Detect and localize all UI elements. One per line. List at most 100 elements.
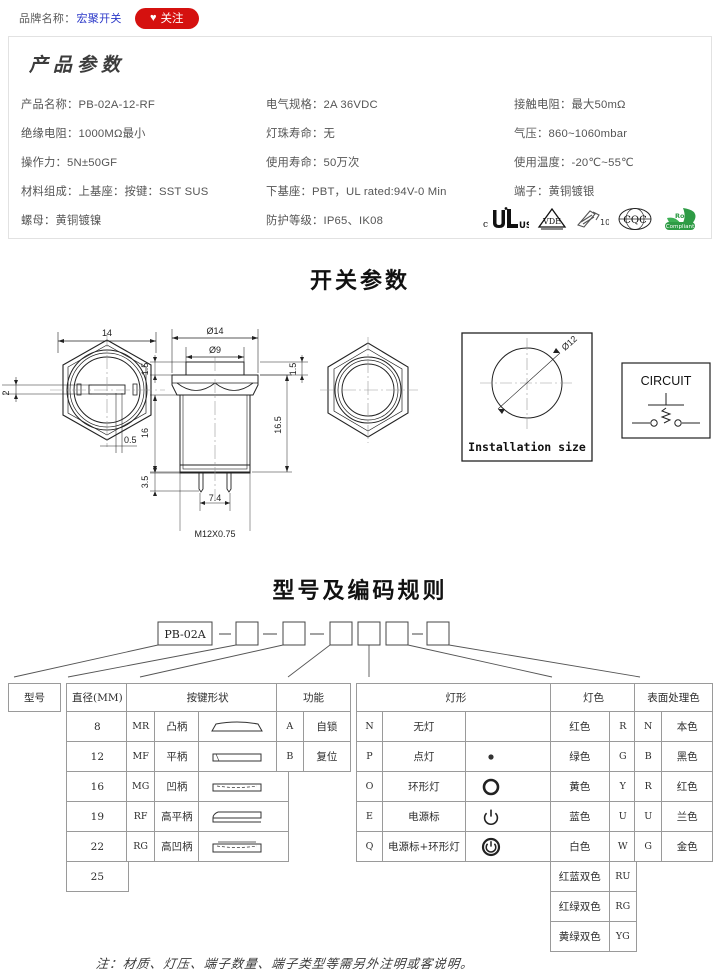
tall-flat-handle-icon — [198, 801, 290, 832]
row-name: 绿色 — [550, 741, 610, 772]
row-code: G — [633, 831, 663, 862]
table-diameter: 直径(MM) 8 12 16 19 22 25 — [66, 683, 129, 892]
row-name: 本色 — [661, 711, 713, 742]
follow-button[interactable]: ♥ 关注 — [134, 7, 199, 29]
row-name: 红色 — [661, 771, 713, 802]
product-parameters-panel: 产品参数 产品名称：PB-02A-12-RF 电气规格：2A 36VDC 接触电… — [8, 36, 712, 239]
table-row: 16 — [66, 771, 129, 802]
row-name: 复位 — [302, 741, 352, 772]
row-code: Y — [608, 771, 638, 802]
product-parameters-grid: 产品名称：PB-02A-12-RF 电气规格：2A 36VDC 接触电阻：最大5… — [21, 91, 699, 236]
svg-text:CQC: CQC — [623, 215, 647, 226]
row-code: R — [608, 711, 638, 742]
table-function: 功能 A 自锁 B 复位 — [276, 683, 352, 772]
svg-text:VDE: VDE — [542, 217, 561, 226]
param-cell: 使用寿命：50万次 — [266, 157, 360, 169]
row-code: B — [276, 741, 304, 772]
power-symbol-icon — [464, 801, 556, 832]
heart-icon: ♥ — [149, 11, 157, 24]
svg-text:US: US — [519, 221, 529, 231]
model-rules-title: 型号及编码规则 — [272, 578, 448, 603]
th-model: 型号 — [8, 683, 61, 712]
brand-name-link[interactable]: 宏聚开关 — [76, 13, 122, 25]
dim-button-dia: Ø9 — [209, 345, 221, 355]
param-cell: 接触电阻：最大50mΩ — [514, 99, 626, 111]
dim-front-width: 14 — [102, 328, 112, 338]
param-cell: 材料组成：上基座：按键：SST SUS — [21, 186, 209, 198]
table-row: 8 — [66, 711, 129, 742]
th-button-shape: 按键形状 — [125, 683, 290, 712]
switch-parameters-title: 开关参数 — [309, 268, 410, 293]
row-name: 红蓝双色 — [550, 861, 610, 892]
circuit-panel: CIRCUIT — [621, 362, 711, 439]
dim-outer-dia: Ø14 — [206, 326, 223, 336]
row-code: N — [633, 711, 663, 742]
row-code: U — [608, 801, 638, 832]
param-cell: 灯珠寿命：无 — [266, 128, 335, 140]
convex-handle-icon — [198, 711, 290, 742]
power-ring-icon — [464, 831, 556, 862]
brand-label: 品牌名称： — [19, 13, 76, 25]
dim-front-small: 0.5 — [124, 435, 137, 445]
dim-total-height: 16.5 — [273, 416, 283, 434]
th-lamp-color: 灯色 — [550, 683, 637, 712]
param-cell: 下基座：PBT，UL rated:94V-0 Min — [266, 186, 447, 198]
dim-install-hole: Ø12 — [560, 334, 579, 353]
th-surface-color: 表面处理色 — [634, 683, 713, 712]
lamp-icon-empty — [464, 711, 556, 742]
dim-pin-pitch: 7.4 — [209, 493, 222, 503]
row-code: W — [608, 831, 638, 862]
brand-bar: 品牌名称： 宏聚开关 ♥ 关注 — [0, 0, 720, 36]
front-view-drawing — [2, 332, 165, 453]
row-code: P — [356, 741, 383, 772]
row-code: N — [356, 711, 383, 742]
row-name: 电源标+环形灯 — [382, 831, 466, 862]
dim-cap-height-right: 1.5 — [288, 363, 298, 376]
row-code: RG — [125, 831, 156, 862]
circuit-caption: CIRCUIT — [641, 374, 692, 388]
rohs-compliant-logo: RoHS Compliant — [661, 204, 701, 234]
table-row: 12 — [66, 741, 129, 772]
row-name: 环形灯 — [382, 771, 466, 802]
row-code: YG — [608, 921, 638, 952]
row-name: 电源标 — [382, 801, 466, 832]
side-view-drawing — [150, 329, 308, 531]
row-name: 平柄 — [154, 741, 200, 772]
svg-text:10: 10 — [600, 218, 609, 227]
row-name: 凹柄 — [154, 771, 200, 802]
row-name: 黄绿双色 — [550, 921, 610, 952]
row-name: 点灯 — [382, 741, 466, 772]
product-parameters-title: 产品参数 — [29, 54, 126, 76]
row-name: 无灯 — [382, 711, 466, 742]
tall-concave-handle-icon — [198, 831, 290, 862]
param-cell: 绝缘电阻：1000MΩ最小 — [21, 128, 146, 140]
th-lamp-shape: 灯形 — [356, 683, 556, 712]
row-code: MG — [125, 771, 156, 802]
row-code: RG — [608, 891, 638, 922]
row-code: A — [276, 711, 304, 742]
row-code: MF — [125, 741, 156, 772]
installation-size-caption: Installation size — [468, 440, 586, 454]
th-function: 功能 — [276, 683, 351, 712]
table-row: 22 — [66, 831, 129, 862]
base-code-label: PB-02A — [164, 628, 206, 641]
row-code: U — [633, 801, 663, 832]
svg-text:c: c — [483, 220, 488, 230]
ring-lamp-icon — [464, 771, 556, 802]
param-cell: 螺母：黄铜镀镍 — [21, 215, 102, 227]
row-code: E — [356, 801, 383, 832]
row-name: 蓝色 — [550, 801, 610, 832]
footer-note: 注：材质、灯压、端子数量、端子类型等需另外注明或客说明。 — [95, 956, 475, 971]
row-name: 红绿双色 — [550, 891, 610, 922]
hex-nut-view-drawing — [320, 337, 418, 443]
svg-text:Compliant: Compliant — [666, 224, 695, 230]
row-name: 凸柄 — [154, 711, 200, 742]
cqc-certification-logo: CQC — [617, 204, 653, 234]
dim-front-slot: 2 — [1, 390, 11, 395]
flat-handle-icon — [198, 741, 290, 772]
dim-body-height: 16 — [140, 428, 150, 438]
param-cell: 产品名称：PB-02A-12-RF — [21, 99, 155, 111]
param-cell: 电气规格：2A 36VDC — [266, 99, 378, 111]
